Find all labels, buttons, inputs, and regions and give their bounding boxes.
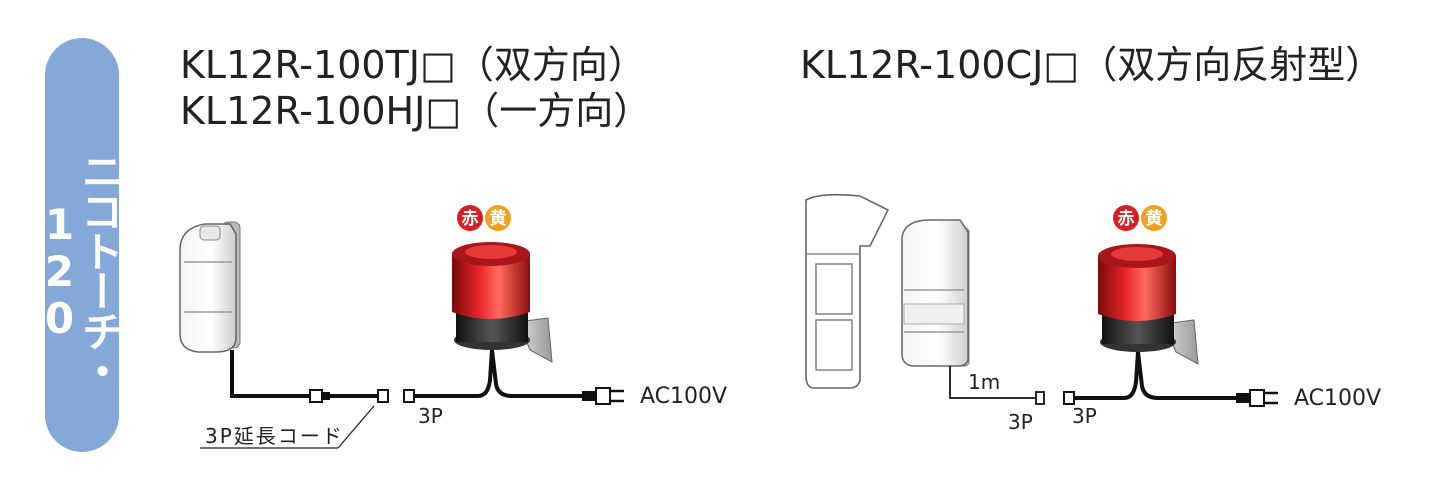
cable-length-label: 1m [968, 370, 1001, 394]
power-plug [582, 387, 624, 405]
red-color-dot [457, 205, 483, 231]
lamp-connector-right [1063, 391, 1075, 405]
reflective-sensor [901, 219, 970, 367]
extension-cord [200, 389, 389, 449]
model-title-unidirectional: KL12R-100HJ□（一方向） [180, 89, 652, 133]
power-label-left: AC100V [640, 384, 728, 409]
power-plug-right [1236, 389, 1278, 407]
warning-lamp-right [1098, 244, 1199, 365]
connector-label-right: 3P [1072, 404, 1097, 428]
model-title-bidirectional: KL12R-100TJ□（双方向） [180, 43, 646, 87]
red-color-dot-right [1113, 205, 1139, 231]
warning-lamp [452, 242, 553, 363]
motion-sensor [179, 221, 241, 353]
series-name: ニコトーチ・120 [35, 150, 124, 390]
power-label-right: AC100V [1294, 386, 1382, 411]
sensor-lead [949, 366, 1036, 399]
model-title-reflective: KL12R-100CJ□（双方向反射型） [800, 43, 1384, 87]
lamp-connector [403, 389, 415, 403]
yellow-color-dot-right [1141, 205, 1167, 231]
reflector-panel [805, 193, 890, 389]
extension-cord-label: 3P延長コード [205, 424, 344, 448]
red-color-label-right: 赤 [1118, 208, 1135, 229]
yellow-color-label-right: 黄 [1146, 208, 1163, 229]
yellow-color-label: 黄 [490, 208, 507, 229]
sensor-cable [230, 350, 310, 398]
series-badge: ニコトーチ・120 [35, 38, 124, 452]
connector-label-left: 3P [418, 404, 443, 428]
sensor-connector-label: 3P [1008, 410, 1033, 434]
yellow-color-dot [485, 205, 511, 231]
red-color-label: 赤 [462, 208, 479, 229]
